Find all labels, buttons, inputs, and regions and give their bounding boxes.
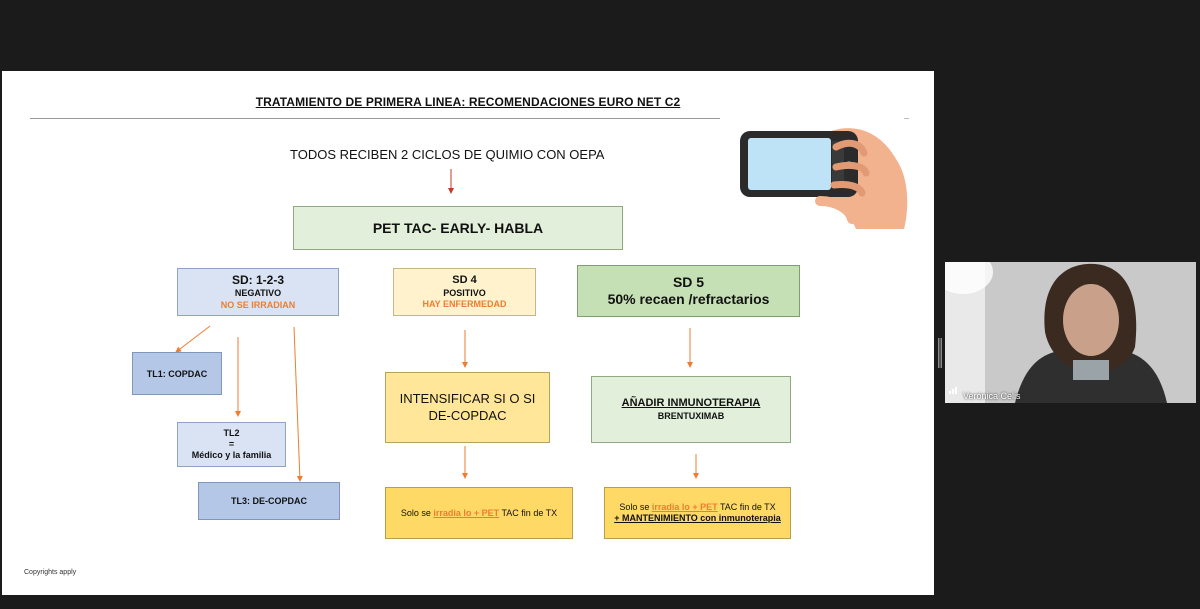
sd4-note: HAY ENFERMEDAD (422, 298, 507, 309)
sd4-title: SD 4 (452, 273, 477, 286)
irradia-left-highlight: irradia lo + PET (433, 508, 500, 518)
irradia-right-post: TAC fin de TX (717, 501, 776, 512)
tl1-label: TL1: COPDAC (146, 368, 208, 379)
hand-phone-icon (736, 119, 912, 231)
participant-video (945, 262, 1196, 403)
irradia-box-left: Solo se irradia lo + PET TAC fin de TX (385, 487, 573, 539)
irradia-right-text: Solo se irradia lo + PET TAC fin de TX (619, 502, 775, 513)
tl2-box: TL2 = Médico y la familia (177, 422, 286, 467)
tl2-equals: = (228, 438, 235, 449)
immuno-title: AÑADIR INMUNOTERAPIA (621, 397, 761, 409)
intensify-line2: DE-COPDAC (428, 407, 507, 423)
slide-title: TRATAMIENTO DE PRIMERA LINEA: RECOMENDAC… (255, 95, 681, 109)
arrow-sd123-to-tl1 (175, 325, 211, 353)
sd123-box: SD: 1-2-3 NEGATIVO NO SE IRRADIAN (177, 268, 339, 316)
sd5-box: SD 5 50% recaen /refractarios (577, 265, 800, 317)
irradia-right-highlight: irradia lo + PET (651, 501, 718, 512)
sd4-box: SD 4 POSITIVO HAY ENFERMEDAD (393, 268, 536, 316)
irradia-left-text: Solo se irradia lo + PET TAC fin de TX (401, 508, 557, 518)
intensify-box: INTENSIFICAR SI O SI DE-COPDAC (385, 372, 550, 443)
arrow-sd123-to-tl3 (293, 326, 303, 482)
sd5-title: SD 5 (672, 273, 705, 290)
tl3-label: TL3: DE-COPDAC (231, 496, 307, 506)
sd123-note: NO SE IRRADIAN (220, 299, 296, 310)
pet-tac-label: PET TAC- EARLY- HABLA (372, 220, 544, 236)
signal-bars-icon (949, 381, 959, 399)
immuno-drug: BRENTUXIMAB (657, 410, 725, 421)
irradia-box-right: Solo se irradia lo + PET TAC fin de TX +… (604, 487, 791, 539)
sd123-title: SD: 1-2-3 (231, 273, 284, 288)
panel-resize-handle[interactable] (938, 338, 942, 368)
immuno-box: AÑADIR INMUNOTERAPIA BRENTUXIMAB (591, 376, 791, 443)
irradia-right-pre: Solo se (619, 501, 652, 512)
presentation-slide: TRATAMIENTO DE PRIMERA LINEA: RECOMENDAC… (2, 71, 934, 595)
slide-subtitle: TODOS RECIBEN 2 CICLOS DE QUIMIO CON OEP… (290, 147, 605, 162)
tl1-box: TL1: COPDAC (132, 352, 222, 395)
title-divider (30, 118, 720, 119)
irradia-left-pre: Solo se (400, 508, 434, 518)
participant-name: Verónica Celis (963, 391, 1021, 401)
sd5-status: 50% recaen /refractarios (607, 291, 770, 307)
intensify-line1: INTENSIFICAR SI O SI (399, 391, 536, 407)
tl3-box: TL3: DE-COPDAC (198, 482, 340, 520)
copyright-text: Copyrights apply (24, 569, 77, 576)
sd123-status: NEGATIVO (234, 288, 282, 299)
tl2-title: TL2 (223, 427, 240, 438)
title-divider-tick (904, 118, 909, 119)
tl2-text: Médico y la familia (191, 450, 272, 461)
pet-tac-box: PET TAC- EARLY- HABLA (293, 206, 623, 250)
sd4-status: POSITIVO (443, 287, 486, 298)
irradia-left-post: TAC fin de TX (499, 508, 558, 518)
participant-video-tile[interactable]: Verónica Celis (945, 262, 1196, 403)
irradia-right-line2: + MANTENIMIENTO con inmunoterapia (614, 513, 781, 523)
